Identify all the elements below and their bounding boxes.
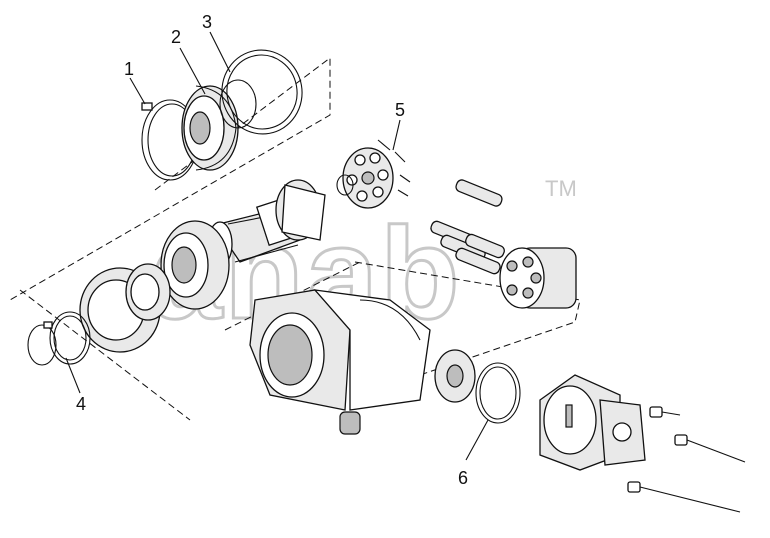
callout-2: 2 — [171, 27, 181, 47]
o-ring-top — [219, 49, 303, 135]
retainer-bolts — [377, 139, 411, 197]
end-cap — [539, 374, 646, 471]
valve-plate — [434, 349, 476, 403]
snap-ring-lower — [27, 311, 91, 366]
watermark-trademark: TM — [545, 176, 577, 201]
cylinder-block — [499, 247, 577, 309]
motor-housing — [249, 289, 431, 435]
callout-5: 5 — [395, 100, 405, 120]
assembly-guide-lines — [9, 56, 581, 421]
retainer-plate — [336, 147, 394, 209]
pistons — [430, 179, 505, 275]
leader-lines — [65, 31, 489, 461]
cap-screws — [627, 406, 746, 513]
shaft-bearing — [160, 220, 230, 310]
seal-carrier-top — [181, 85, 239, 171]
callout-4: 4 — [76, 394, 86, 414]
o-ring-rear — [475, 362, 521, 424]
callout-1: 1 — [124, 59, 134, 79]
seal-assembly-lower — [79, 263, 171, 353]
callout-6: 6 — [458, 468, 468, 488]
callout-3: 3 — [202, 12, 212, 32]
